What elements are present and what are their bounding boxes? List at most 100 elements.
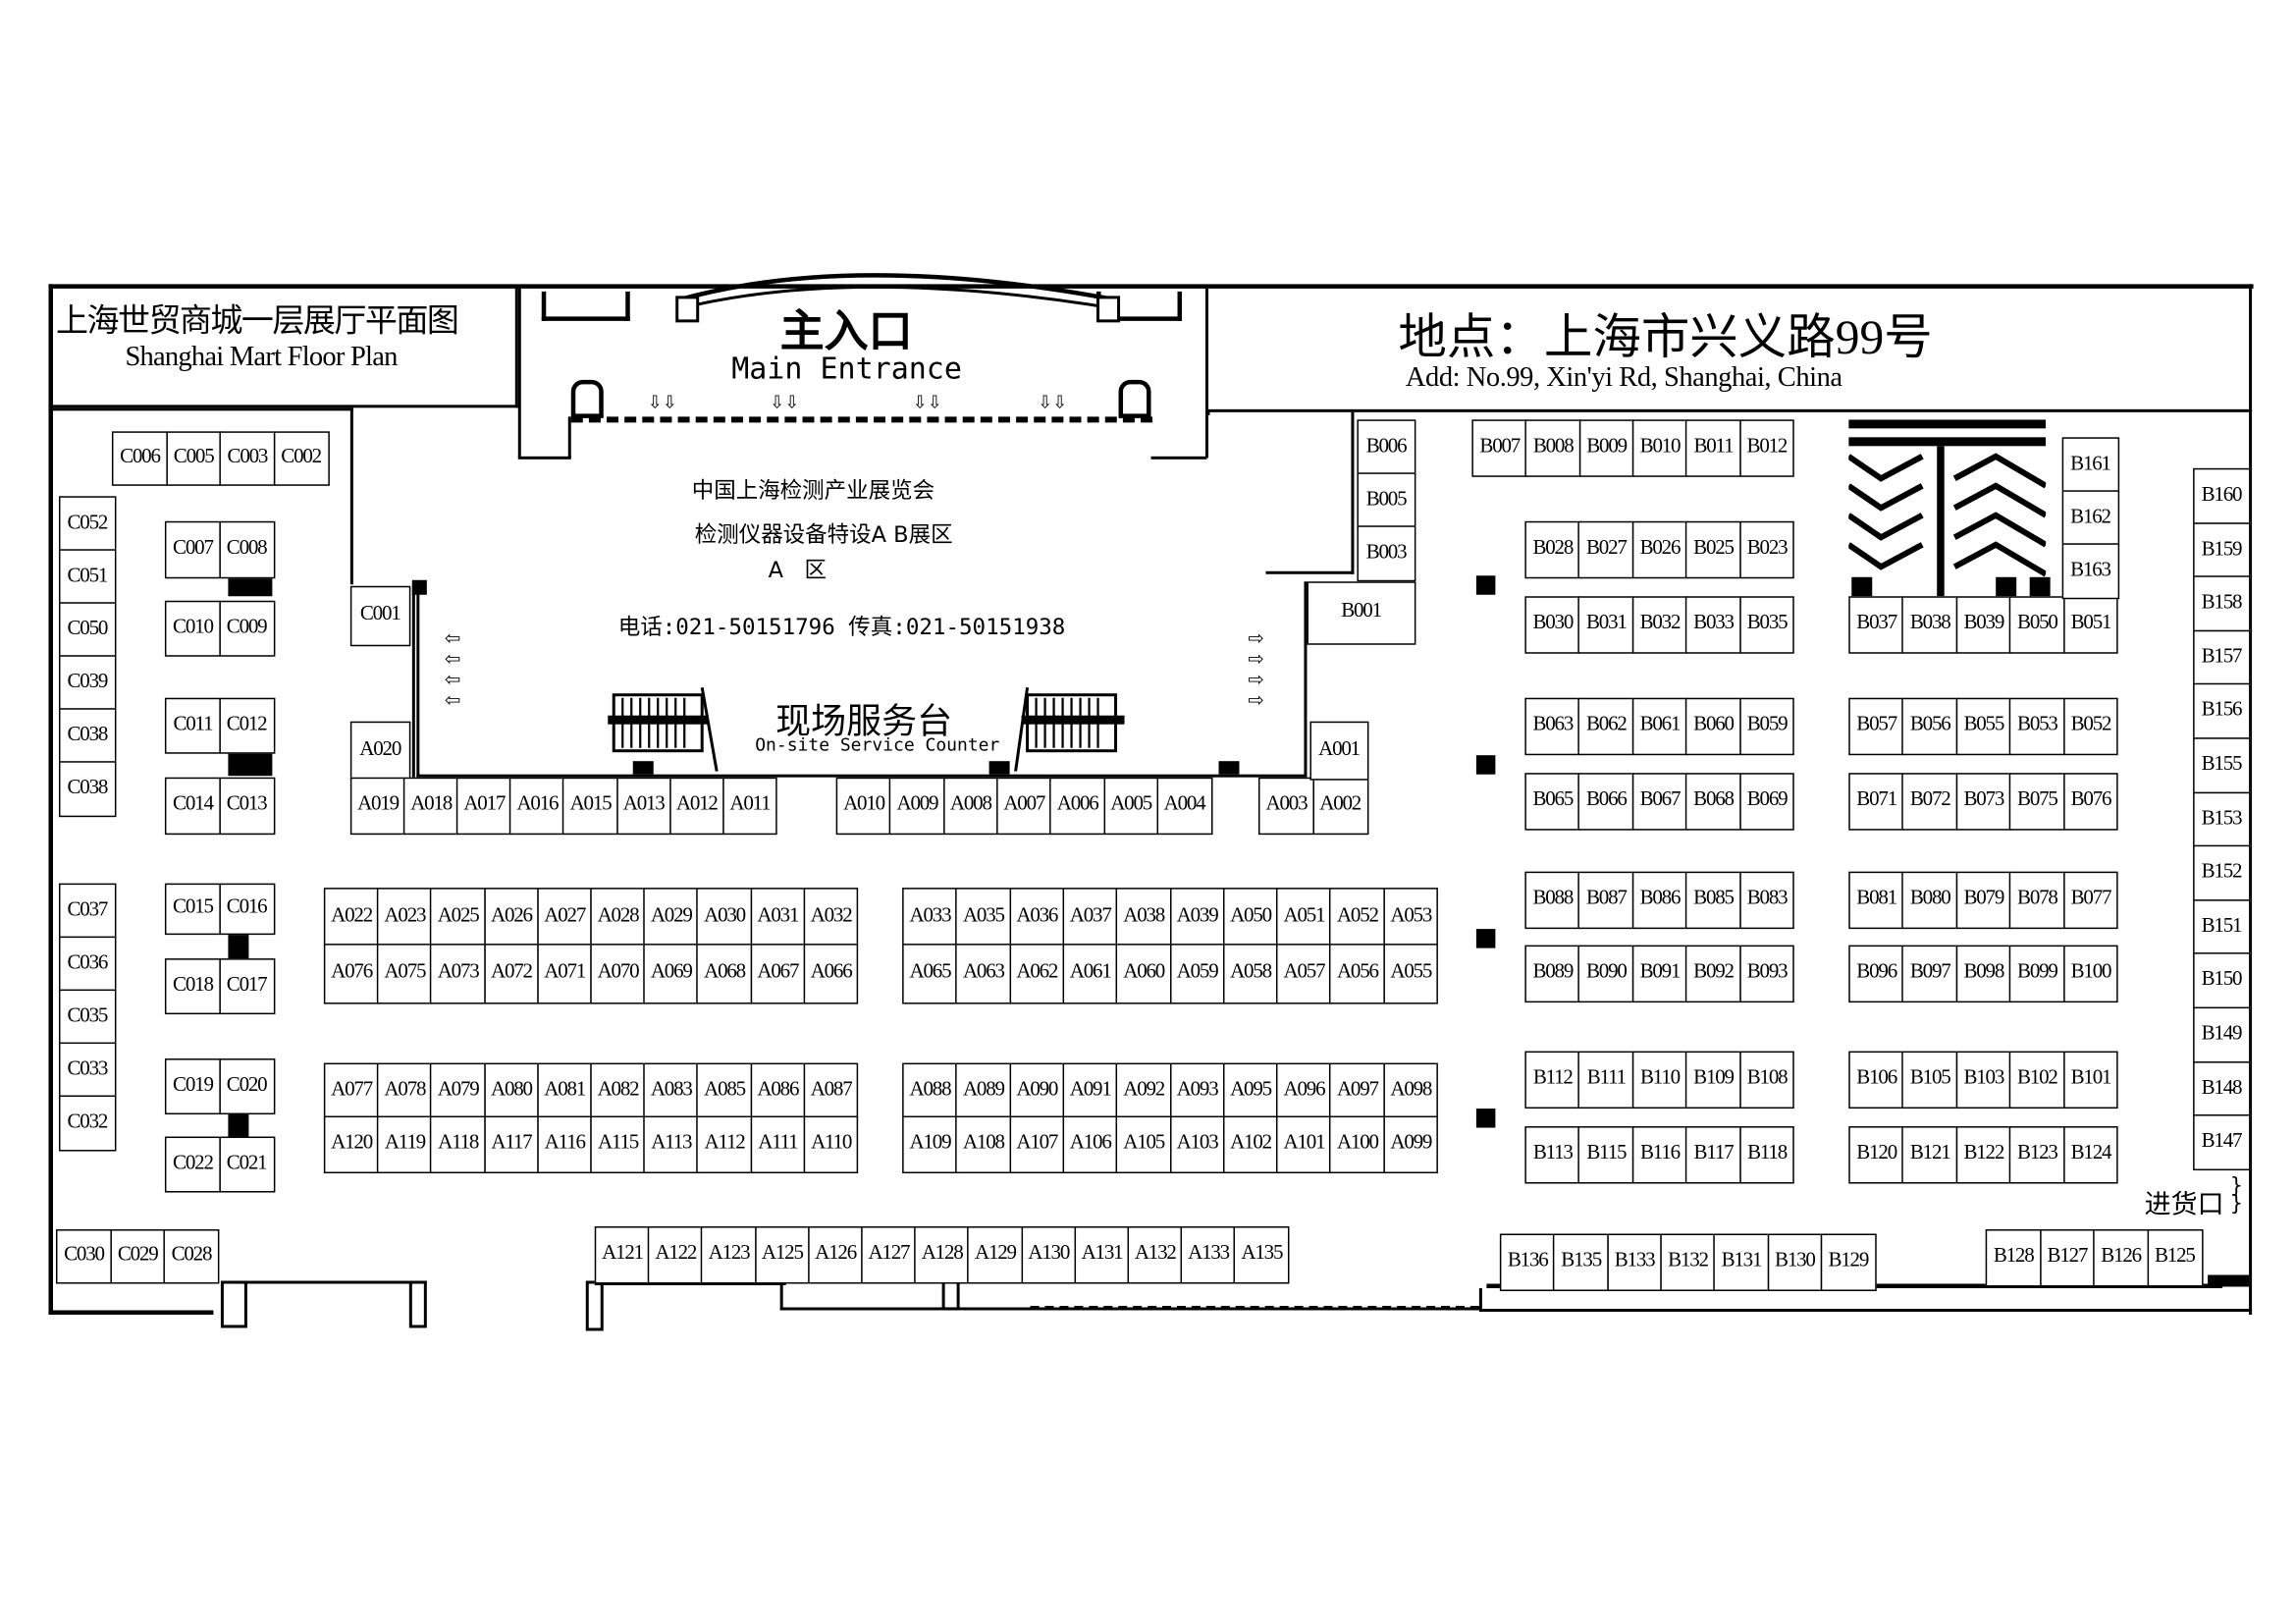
booth-b097[interactable]: B097: [1901, 945, 1958, 1002]
booth-a098[interactable]: A098: [1382, 1062, 1439, 1119]
booth-b032[interactable]: B032: [1631, 596, 1688, 653]
booth-a097[interactable]: A097: [1329, 1062, 1386, 1119]
booth-a039[interactable]: A039: [1169, 888, 1225, 947]
booth-a030[interactable]: A030: [696, 888, 753, 947]
booth-b105[interactable]: B105: [1901, 1051, 1958, 1109]
booth-b081[interactable]: B081: [1848, 871, 1905, 929]
booth-b030[interactable]: B030: [1524, 596, 1581, 653]
booth-b052[interactable]: B052: [2062, 697, 2119, 755]
booth-b159[interactable]: B159: [2193, 521, 2250, 578]
booth-b123[interactable]: B123: [2008, 1126, 2065, 1183]
booth-a068[interactable]: A068: [696, 944, 753, 1003]
booth-a038[interactable]: A038: [1115, 888, 1172, 947]
booth-c030[interactable]: C030: [55, 1228, 112, 1283]
booth-b066[interactable]: B066: [1577, 773, 1634, 830]
booth-a062[interactable]: A062: [1008, 944, 1065, 1003]
booth-b158[interactable]: B158: [2193, 575, 2250, 632]
booth-a025[interactable]: A025: [430, 888, 486, 947]
booth-a127[interactable]: A127: [861, 1226, 917, 1283]
booth-b100[interactable]: B100: [2062, 945, 2119, 1002]
booth-a120[interactable]: A120: [323, 1115, 380, 1173]
booth-c051[interactable]: C051: [58, 549, 116, 605]
booth-b108[interactable]: B108: [1738, 1051, 1795, 1109]
booth-b102[interactable]: B102: [2008, 1051, 2065, 1109]
booth-b106[interactable]: B106: [1848, 1051, 1905, 1109]
booth-a073[interactable]: A073: [430, 944, 486, 1003]
booth-b116[interactable]: B116: [1631, 1126, 1688, 1183]
booth-c038[interactable]: C038: [58, 761, 116, 817]
booth-b111[interactable]: B111: [1577, 1051, 1634, 1109]
booth-c016[interactable]: C016: [218, 883, 275, 935]
booth-a072[interactable]: A072: [483, 944, 540, 1003]
booth-a008[interactable]: A008: [942, 777, 999, 835]
booth-c037[interactable]: C037: [58, 883, 116, 939]
booth-b011[interactable]: B011: [1685, 419, 1741, 477]
booth-b086[interactable]: B086: [1631, 871, 1688, 929]
booth-a076[interactable]: A076: [323, 944, 380, 1003]
booth-a061[interactable]: A061: [1062, 944, 1119, 1003]
booth-a056[interactable]: A056: [1329, 944, 1386, 1003]
booth-b009[interactable]: B009: [1578, 419, 1634, 477]
booth-a091[interactable]: A091: [1062, 1062, 1119, 1119]
booth-b078[interactable]: B078: [2008, 871, 2065, 929]
booth-a007[interactable]: A007: [995, 777, 1052, 835]
booth-b110[interactable]: B110: [1631, 1051, 1688, 1109]
booth-b061[interactable]: B061: [1631, 697, 1688, 755]
booth-b128[interactable]: B128: [1985, 1228, 2042, 1286]
booth-b026[interactable]: B026: [1631, 520, 1688, 578]
booth-b005[interactable]: B005: [1357, 472, 1415, 528]
booth-a010[interactable]: A010: [835, 777, 892, 835]
booth-b121[interactable]: B121: [1901, 1126, 1958, 1183]
booth-c017[interactable]: C017: [218, 958, 275, 1014]
booth-a031[interactable]: A031: [750, 888, 806, 947]
booth-b006[interactable]: B006: [1357, 419, 1415, 475]
booth-b059[interactable]: B059: [1738, 697, 1795, 755]
booth-c039[interactable]: C039: [58, 655, 116, 711]
booth-b051[interactable]: B051: [2062, 596, 2119, 653]
booth-a055[interactable]: A055: [1382, 944, 1439, 1003]
booth-c003[interactable]: C003: [219, 431, 276, 486]
booth-a103[interactable]: A103: [1169, 1115, 1225, 1173]
booth-b031[interactable]: B031: [1577, 596, 1634, 653]
booth-b120[interactable]: B120: [1848, 1126, 1905, 1183]
booth-b077[interactable]: B077: [2062, 871, 2119, 929]
booth-b025[interactable]: B025: [1685, 520, 1741, 578]
booth-c008[interactable]: C008: [218, 520, 275, 578]
booth-a135[interactable]: A135: [1234, 1226, 1290, 1283]
booth-a050[interactable]: A050: [1222, 888, 1279, 947]
booth-b063[interactable]: B063: [1524, 697, 1581, 755]
booth-a118[interactable]: A118: [430, 1115, 486, 1173]
booth-c036[interactable]: C036: [58, 936, 116, 992]
booth-c022[interactable]: C022: [164, 1136, 221, 1192]
booth-a122[interactable]: A122: [648, 1226, 704, 1283]
booth-b129[interactable]: B129: [1820, 1233, 1877, 1291]
booth-b071[interactable]: B071: [1848, 773, 1905, 830]
booth-a109[interactable]: A109: [902, 1115, 958, 1173]
booth-b083[interactable]: B083: [1738, 871, 1795, 929]
booth-c011[interactable]: C011: [164, 697, 221, 753]
booth-b155[interactable]: B155: [2193, 737, 2250, 794]
booth-a017[interactable]: A017: [456, 777, 512, 835]
booth-c014[interactable]: C014: [164, 777, 221, 835]
booth-a082[interactable]: A082: [590, 1062, 646, 1119]
booth-c050[interactable]: C050: [58, 602, 116, 658]
booth-b151[interactable]: B151: [2193, 898, 2250, 955]
booth-c033[interactable]: C033: [58, 1042, 116, 1098]
booth-a022[interactable]: A022: [323, 888, 380, 947]
booth-b163[interactable]: B163: [2061, 543, 2119, 599]
booth-b028[interactable]: B028: [1524, 520, 1581, 578]
booth-b027[interactable]: B027: [1577, 520, 1634, 578]
booth-a130[interactable]: A130: [1020, 1226, 1077, 1283]
booth-a089[interactable]: A089: [955, 1062, 1012, 1119]
booth-c009[interactable]: C009: [218, 600, 275, 656]
booth-b113[interactable]: B113: [1524, 1126, 1581, 1183]
booth-a100[interactable]: A100: [1329, 1115, 1386, 1173]
booth-b115[interactable]: B115: [1577, 1126, 1634, 1183]
booth-a099[interactable]: A099: [1382, 1115, 1439, 1173]
booth-a058[interactable]: A058: [1222, 944, 1279, 1003]
booth-c012[interactable]: C012: [218, 697, 275, 753]
booth-b008[interactable]: B008: [1524, 419, 1581, 477]
booth-c013[interactable]: C013: [218, 777, 275, 835]
booth-b067[interactable]: B067: [1631, 773, 1688, 830]
booth-a035[interactable]: A035: [955, 888, 1012, 947]
